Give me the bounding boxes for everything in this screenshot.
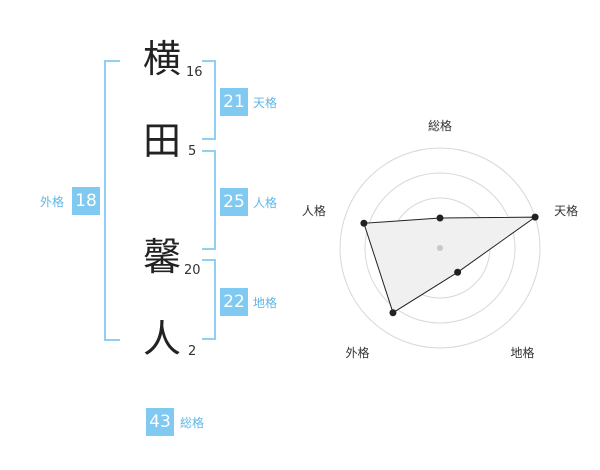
gaikaku-value-badge: 18 — [72, 187, 100, 215]
stroke-count-3: 20 — [184, 263, 201, 278]
name-char-3: 馨 — [142, 235, 181, 279]
radar-axis-label-5: 人格 — [302, 203, 326, 218]
stroke-count-1: 16 — [186, 65, 203, 80]
radar-polygon — [363, 216, 537, 314]
soukaku-value-badge: 43 — [146, 408, 174, 436]
radar-point-4 — [389, 309, 397, 317]
radar-axis-label-4: 外格 — [345, 345, 369, 360]
tenkaku-label: 天格 — [253, 96, 278, 110]
radar-center-dot — [437, 245, 443, 251]
radar-axis-label-2: 天格 — [554, 203, 578, 218]
name-char-2: 田 — [142, 119, 181, 163]
stroke-count-4: 2 — [188, 344, 197, 359]
chikaku-label: 地格 — [253, 296, 278, 310]
radar-ring — [364, 172, 516, 324]
name-char-4: 人 — [142, 317, 181, 361]
jinkaku-bracket — [202, 150, 216, 250]
jinkaku-label: 人格 — [253, 196, 278, 210]
tenkaku-bracket — [202, 60, 216, 140]
name-char-1: 横 — [142, 37, 181, 81]
radar-point-3 — [454, 268, 462, 276]
radar-axis-label-3: 地格 — [511, 345, 535, 360]
chikaku-bracket — [202, 259, 216, 340]
radar-point-1 — [436, 214, 444, 222]
radar-axis-label-1: 総格 — [428, 118, 452, 133]
gaikaku-bracket — [104, 60, 120, 341]
soukaku-label: 総格 — [180, 416, 205, 430]
radar-point-5 — [360, 219, 368, 227]
stroke-count-2: 5 — [188, 144, 197, 159]
tenkaku-value-badge: 21 — [220, 88, 248, 116]
radar-point-2 — [531, 213, 539, 221]
chikaku-value-badge: 22 — [220, 288, 248, 316]
jinkaku-value-badge: 25 — [220, 188, 248, 216]
radar-ring — [339, 147, 541, 349]
gaikaku-label: 外格 — [40, 195, 65, 209]
